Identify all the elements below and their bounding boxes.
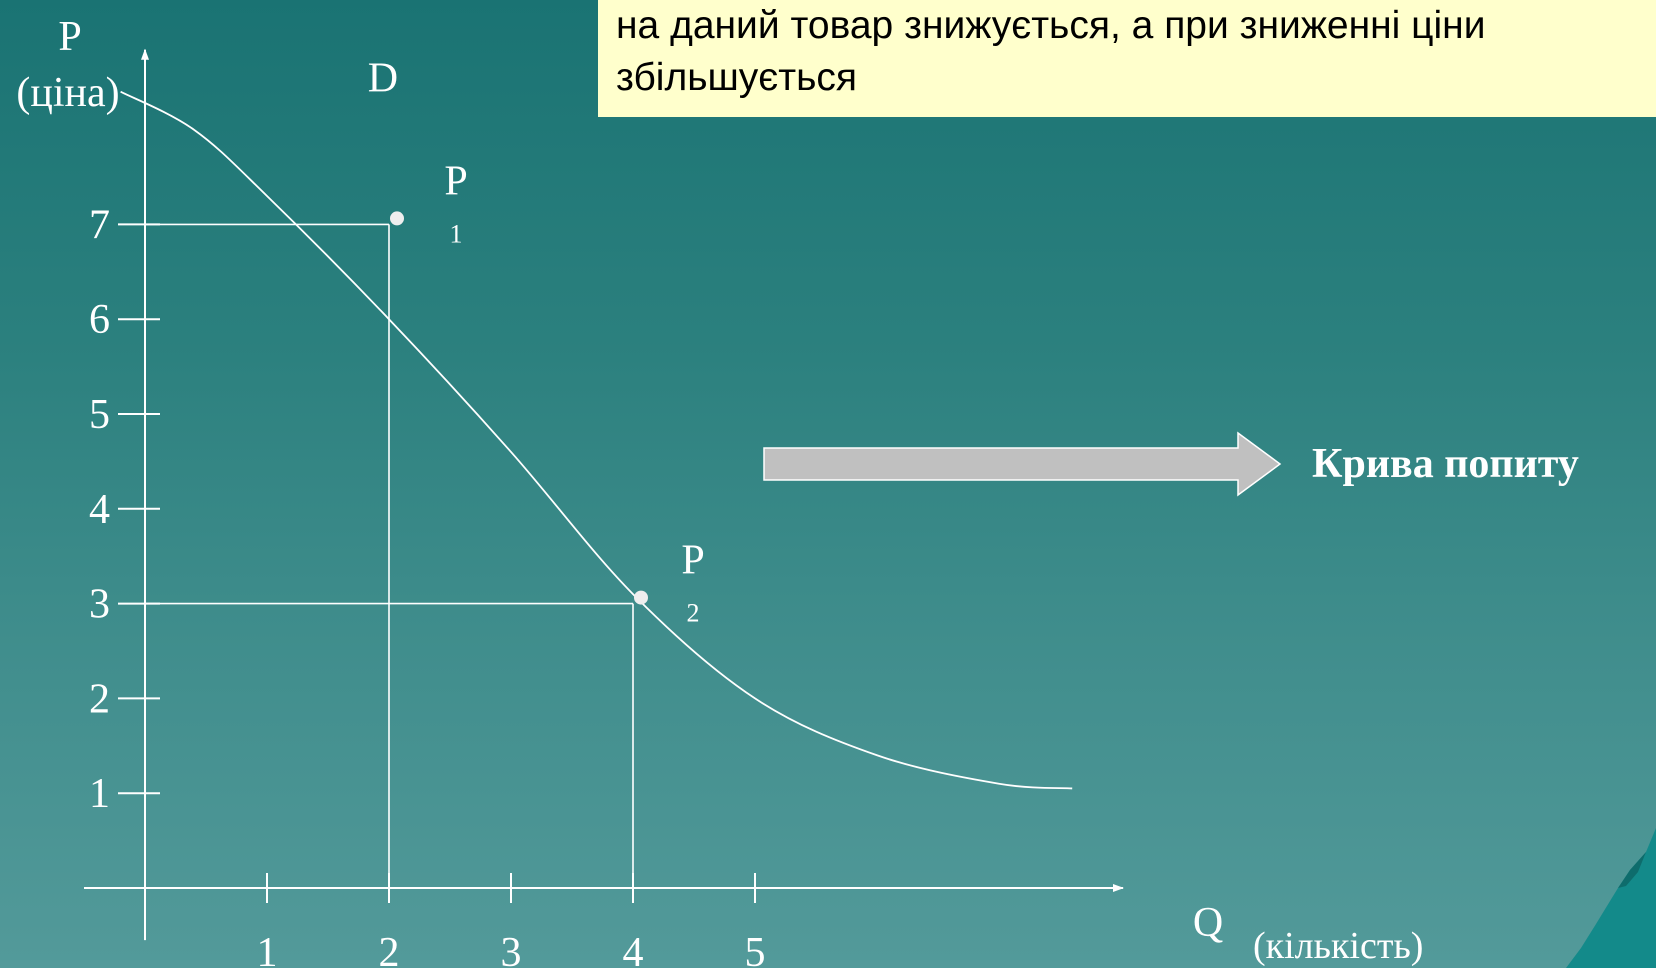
points [390,211,648,605]
y-axis-symbol: P [58,14,81,60]
demand-curve [120,90,1073,790]
point-sub-p1: 1 [450,219,463,248]
y-tick-label-1: 1 [89,771,110,817]
x-tick-label-1: 1 [257,930,278,968]
point-label-p2: P [681,538,704,584]
x-tick-label-3: 3 [501,930,522,968]
y-tick-label-6: 6 [89,297,110,343]
x-axis-unit: (кількість) [1253,925,1423,967]
y-tick-label-5: 5 [89,392,110,438]
x-axis-symbol: Q [1193,900,1223,946]
point-p1 [390,211,404,226]
ticks [118,223,756,903]
note-line-2: збільшується [616,56,858,99]
guide-lines [145,223,634,888]
curve-label-d: D [368,55,398,101]
corner-decoration [1566,828,1656,968]
demand-curve-layer [120,90,1073,790]
y-tick-label-7: 7 [89,202,110,248]
x-tick-label-5: 5 [745,930,766,968]
x-tick-label-4: 4 [623,930,644,968]
note-box: на даний товар знижується, а при зниженн… [598,0,1656,117]
point-label-p1: P [444,158,467,204]
y-axis-unit: (ціна) [16,70,119,116]
note-line-1: на даний товар знижується, а при зниженн… [616,4,1486,47]
pointer-arrow [763,431,1282,497]
y-tick-label-3: 3 [89,582,110,628]
point-sub-p2: 2 [687,599,700,628]
block-arrow [763,431,1282,497]
demand-curve-label: Крива попиту [1312,441,1579,487]
x-tick-label-2: 2 [379,930,400,968]
y-tick-label-2: 2 [89,676,110,722]
y-tick-label-4: 4 [89,487,110,533]
point-p2 [634,590,648,605]
axes [84,48,1124,941]
